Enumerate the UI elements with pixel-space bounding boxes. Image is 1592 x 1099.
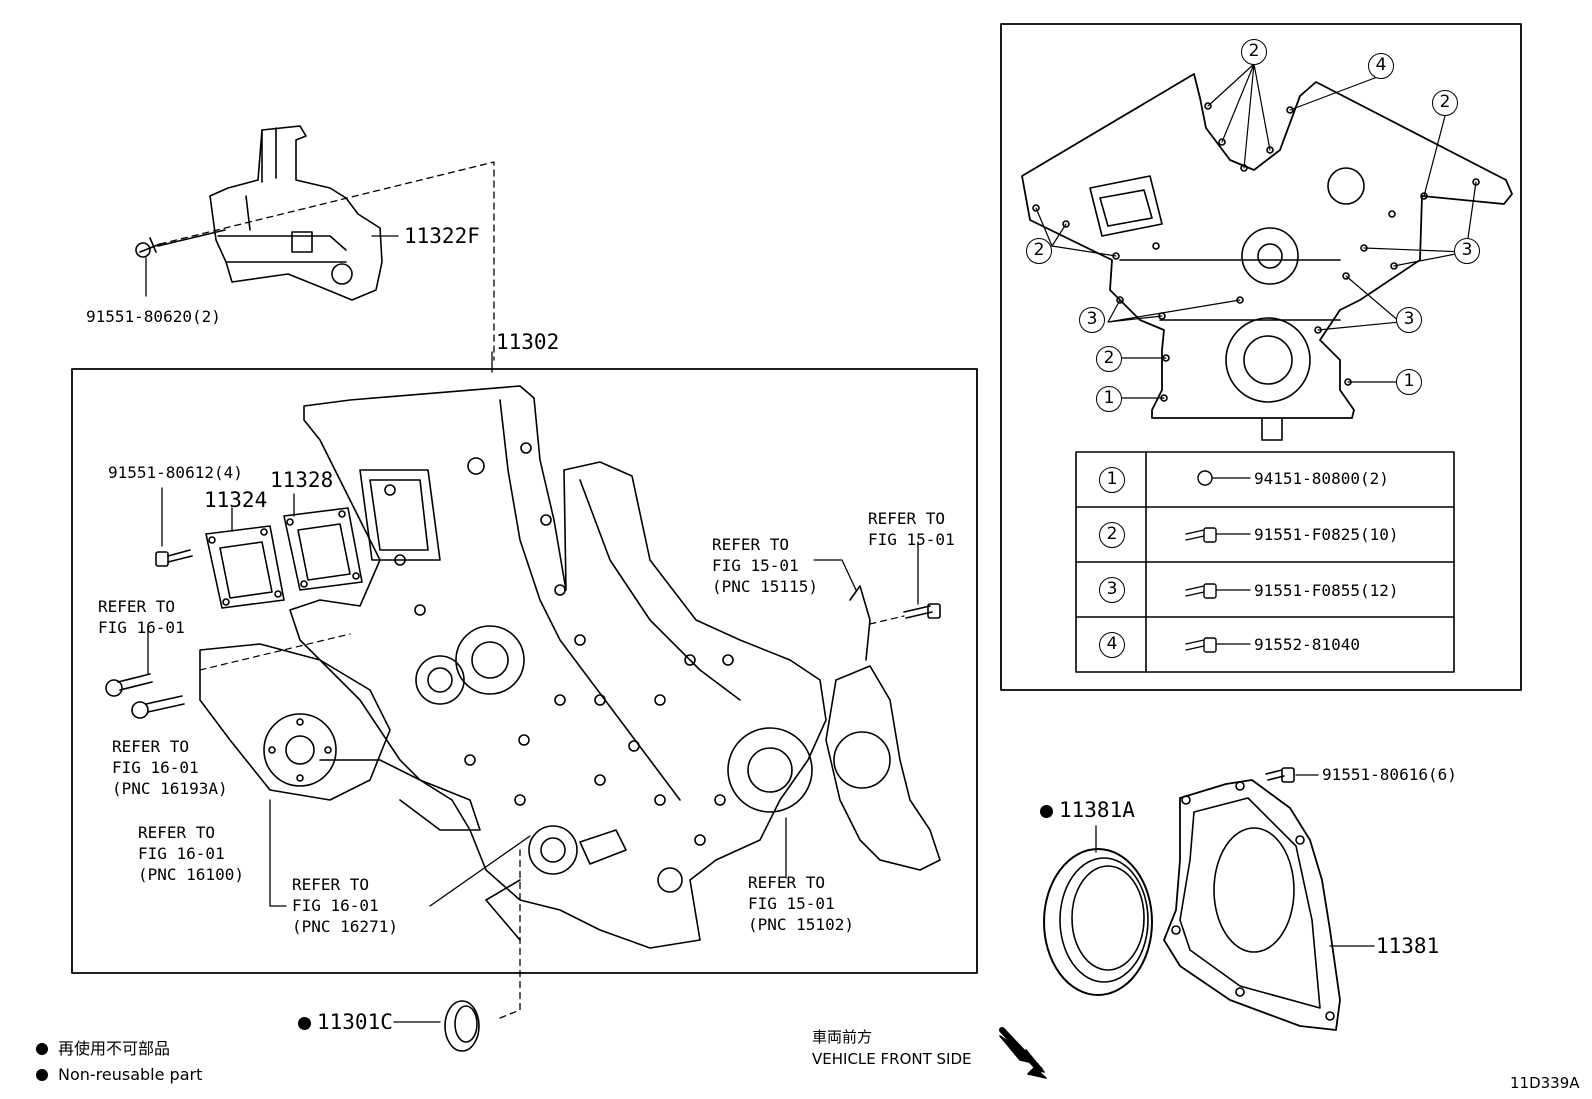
non-reusable-dot [298, 1017, 311, 1030]
inset-marker: 2 [1026, 238, 1052, 264]
leader-ref-15115 [813, 559, 857, 591]
legend-jp-text: 再使用不可部品 [58, 1039, 171, 1058]
timing-cover-drawing [199, 385, 941, 949]
vehicle-front-en: VEHICLE FRONT SIDE [812, 1050, 972, 1068]
inset-leaders [1035, 63, 1477, 399]
ref-line: REFER TO [138, 823, 216, 842]
guide-dashed-11301c [499, 849, 521, 1019]
ref-line: FIG 15-01 [712, 556, 799, 575]
part-label-11302: 11302 [496, 330, 560, 354]
inset-marker: 4 [1368, 53, 1394, 79]
guide-dashed-11322f [159, 161, 495, 361]
ref-line: FIG 16-01 [292, 896, 379, 915]
ref-line: FIG 15-01 [748, 894, 835, 913]
part-label-11381a-text: 11381A [1059, 798, 1135, 822]
ref-pnc-16100: REFER TO FIG 16-01 (PNC 16100) [138, 822, 244, 885]
part-label-91551-80616: 91551-80616(6) [1322, 765, 1457, 784]
bolt-table-num: 1 [1099, 467, 1125, 493]
ref-line: (PNC 15102) [748, 915, 854, 934]
bolt-91551-80616-drawing [1265, 767, 1295, 783]
ref-line: REFER TO [712, 535, 790, 554]
part-label-11322f: 11322F [404, 224, 480, 248]
inset-marker: 1 [1096, 386, 1122, 412]
part-label-11381a: 11381A [1040, 798, 1135, 822]
legend-en-text: Non-reusable part [58, 1065, 203, 1084]
leader-ref-16271 [429, 835, 531, 907]
ref-pnc-15115: REFER TO FIG 15-01 (PNC 15115) [712, 534, 818, 597]
part-label-91551-80620: 91551-80620(2) [86, 307, 221, 326]
bracket-11322f-drawing [135, 125, 383, 301]
non-reusable-dot [36, 1043, 48, 1055]
bolt-table-part: 91551-F0855(12) [1254, 581, 1399, 600]
inset-marker: 2 [1096, 346, 1122, 372]
ref-line: (PNC 16271) [292, 917, 398, 936]
part-label-11301c: 11301C [298, 1010, 393, 1034]
right-bolt-drawing [869, 541, 941, 625]
bolt-91551-80612-drawing [155, 549, 193, 567]
legend-line-jp: 再使用不可部品 [36, 1036, 202, 1062]
ref-line: REFER TO [748, 873, 826, 892]
inset-marker: 3 [1454, 238, 1480, 264]
gasket-11328-drawing [283, 507, 363, 591]
leader-ref-16100 [269, 799, 287, 907]
part-label-91551-80612: 91551-80612(4) [108, 463, 243, 482]
bolt-table-icons [1185, 470, 1251, 653]
inset-marker: 3 [1079, 307, 1105, 333]
inset-marker: 1 [1396, 369, 1422, 395]
part-label-11324: 11324 [204, 488, 268, 512]
bolt-table-num: 4 [1099, 632, 1125, 658]
part-label-11328: 11328 [270, 468, 334, 492]
vehicle-front-label: 車両前方 VEHICLE FRONT SIDE [812, 1026, 972, 1070]
vehicle-front-jp: 車両前方 [812, 1028, 873, 1046]
ref-line: (PNC 16193A) [112, 779, 228, 798]
ref-line: (PNC 16100) [138, 865, 244, 884]
ref-line: FIG 16-01 [138, 844, 225, 863]
ref-fig-15-01-right: REFER TO FIG 15-01 [868, 508, 955, 550]
ref-line: FIG 16-01 [112, 758, 199, 777]
ref-pnc-15102: REFER TO FIG 15-01 (PNC 15102) [748, 872, 854, 935]
legend: 再使用不可部品 Non-reusable part [36, 1036, 202, 1088]
gasket-11324-drawing [205, 525, 285, 609]
legend-line-en: Non-reusable part [36, 1062, 202, 1088]
non-reusable-dot [1040, 805, 1053, 818]
ref-line: REFER TO [868, 509, 946, 528]
bolt-table-part: 94151-80800(2) [1254, 469, 1389, 488]
inset-marker: 2 [1241, 39, 1267, 65]
ref-line: FIG 15-01 [868, 530, 955, 549]
inset-marker: 2 [1432, 90, 1458, 116]
bolt-table-num: 2 [1099, 522, 1125, 548]
ref-pnc-16271: REFER TO FIG 16-01 (PNC 16271) [292, 874, 398, 937]
bolt-table-part: 91551-F0825(10) [1254, 525, 1399, 544]
ref-line: (PNC 15115) [712, 577, 818, 596]
part-label-11381: 11381 [1376, 934, 1440, 958]
ref-pnc-16193a: REFER TO FIG 16-01 (PNC 16193A) [112, 736, 228, 799]
ref-line: REFER TO [98, 597, 176, 616]
ref-line: REFER TO [112, 737, 190, 756]
inset-frame [1000, 23, 1522, 691]
main-assembly-frame [71, 368, 978, 974]
bolt-table-grid [1075, 451, 1455, 673]
part-label-11301c-text: 11301C [317, 1010, 393, 1034]
ref-line: REFER TO [292, 875, 370, 894]
non-reusable-dot [36, 1069, 48, 1081]
retainer-11381-drawing [1163, 779, 1341, 1031]
diagram-code: 11D339A [1510, 1074, 1580, 1092]
bolt-table-num: 3 [1099, 577, 1125, 603]
inset-cover-drawing [1021, 73, 1513, 441]
inset-marker: 3 [1396, 307, 1422, 333]
oil-seal-11301c-drawing [444, 1000, 480, 1052]
ref-line: FIG 16-01 [98, 618, 185, 637]
oil-seal-11381a-drawing [1043, 848, 1153, 996]
bolt-table-part: 91552-81040 [1254, 635, 1360, 654]
ref-fig-16-01-left: REFER TO FIG 16-01 [98, 596, 185, 638]
left-bolts-drawing [105, 627, 351, 719]
